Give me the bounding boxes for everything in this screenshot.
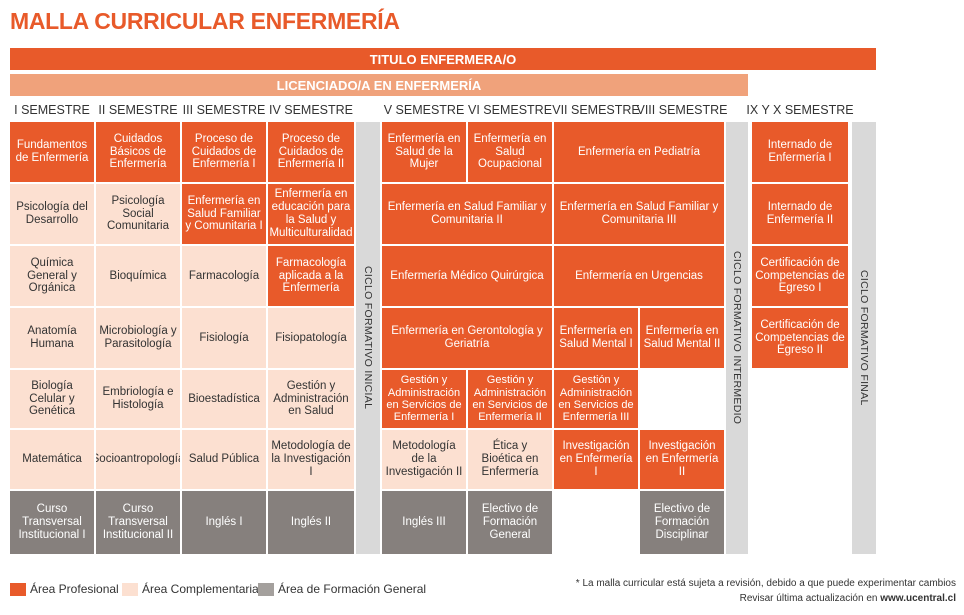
course-cell: Cuidados Básicos de Enfermería [96, 122, 180, 182]
course-cell: Internado de Enfermería II [752, 184, 848, 244]
course-cell: Gestión y Administración en Servicios de… [468, 370, 552, 428]
course-cell: Ética y Bioética en Enfermería [468, 430, 552, 489]
course-cell: Farmacología [182, 246, 266, 306]
cycle-bar-final: CICLO FORMATIVO FINAL [852, 122, 876, 554]
course-cell: Certificación de Competencias de Egreso … [752, 308, 848, 368]
course-cell: Biología Celular y Genética [10, 370, 94, 428]
course-cell: Química General y Orgánica [10, 246, 94, 306]
semester-header: V SEMESTRE [383, 103, 465, 117]
course-cell: Internado de Enfermería I [752, 122, 848, 182]
website-link[interactable]: www.ucentral.cl [880, 593, 956, 604]
semester-header: IX Y X SEMESTRE [746, 103, 854, 117]
semester-header: VII SEMESTRE [552, 103, 640, 117]
cycle-label: CICLO FORMATIVO FINAL [858, 270, 870, 406]
course-cell: Inglés II [268, 491, 354, 554]
page-title: MALLA CURRICULAR ENFERMERÍA [10, 8, 400, 34]
semester-header: IV SEMESTRE [268, 103, 354, 117]
semester-header: III SEMESTRE [182, 103, 266, 117]
update-note: Revisar última actualización en www.ucen… [740, 593, 956, 604]
legend-label: Área Profesional [30, 582, 119, 596]
legend-swatch-profesional [10, 583, 26, 596]
semester-header: VIII SEMESTRE [636, 103, 728, 117]
course-cell: Enfermería en Salud Familiar y Comunitar… [554, 184, 724, 244]
course-cell: Investigación en Enfermería II [640, 430, 724, 489]
course-cell: Enfermería en Salud Mental II [640, 308, 724, 368]
course-cell: Enfermería en Salud Familiar y Comunitar… [382, 184, 552, 244]
course-cell: Curso Transversal Institucional I [10, 491, 94, 554]
course-cell: Fundamentos de Enfermería [10, 122, 94, 182]
course-cell: Enfermería en Salud Familiar y Comunitar… [182, 184, 266, 244]
legend-label: Área de Formación General [278, 582, 427, 596]
course-cell: Matemática [10, 430, 94, 489]
course-cell: Enfermería en Pediatría [554, 122, 724, 182]
course-cell: Electivo de Formación Disciplinar [640, 491, 724, 554]
course-cell: Enfermería Médico Quirúrgica [382, 246, 552, 306]
revision-note: * La malla curricular está sujeta a revi… [575, 578, 956, 589]
course-cell: Enfermería en Gerontología y Geriatría [382, 308, 552, 368]
course-cell: Psicología del Desarrollo [10, 184, 94, 244]
course-cell: Enfermería en educación para la Salud y … [268, 184, 354, 244]
cycle-label: CICLO FORMATIVO INTERMEDIO [731, 251, 743, 425]
course-cell: Bioquímica [96, 246, 180, 306]
course-cell: Socioantropología [96, 430, 180, 489]
course-cell: Salud Pública [182, 430, 266, 489]
course-cell: Investigación en Enfermería I [554, 430, 638, 489]
course-cell: Metodología de la Investigación I [268, 430, 354, 489]
course-cell: Gestión y Administración en Servicios de… [554, 370, 638, 428]
course-cell: Bioestadística [182, 370, 266, 428]
course-cell: Enfermería en Salud Ocupacional [468, 122, 552, 182]
legend-label: Área Complementaria [142, 582, 259, 596]
course-cell: Proceso de Cuidados de Enfermería I [182, 122, 266, 182]
course-cell: Curso Transversal Institucional II [96, 491, 180, 554]
course-cell: Enfermería en Salud Mental I [554, 308, 638, 368]
update-note-prefix: Revisar última actualización en [739, 593, 881, 604]
course-cell: Embriología e Histología [96, 370, 180, 428]
course-cell: Enfermería en Salud de la Mujer [382, 122, 466, 182]
course-cell: Farmacología aplicada a la Enfermería [268, 246, 354, 306]
semester-header: VI SEMESTRE [467, 103, 553, 117]
cycle-bar-intermedio: CICLO FORMATIVO INTERMEDIO [726, 122, 748, 554]
licenciado-band: LICENCIADO/A EN ENFERMERÍA [10, 74, 748, 96]
legend-swatch-complementaria [122, 583, 138, 596]
course-cell: Gestión y Administración en Servicios de… [382, 370, 466, 428]
course-cell: Enfermería en Urgencias [554, 246, 724, 306]
course-cell: Gestión y Administración en Salud [268, 370, 354, 428]
course-cell: Anatomía Humana [10, 308, 94, 368]
course-cell: Metodología de la Investigación II [382, 430, 466, 489]
course-cell: Proceso de Cuidados de Enfermería II [268, 122, 354, 182]
course-cell: Inglés I [182, 491, 266, 554]
course-cell: Certificación de Competencias de Egreso … [752, 246, 848, 306]
course-cell: Psicología Social Comunitaria [96, 184, 180, 244]
course-cell: Microbiología y Parasitología [96, 308, 180, 368]
semester-header: II SEMESTRE [98, 103, 178, 117]
cycle-bar-inicial: CICLO FORMATIVO INICIAL [356, 122, 380, 554]
course-cell: Fisiología [182, 308, 266, 368]
semester-header: I SEMESTRE [14, 103, 90, 117]
course-cell: Electivo de Formación General [468, 491, 552, 554]
course-cell: Inglés III [382, 491, 466, 554]
title-band: TITULO ENFERMERA/O [10, 48, 876, 70]
course-cell: Fisiopatología [268, 308, 354, 368]
legend-swatch-general [258, 583, 274, 596]
cycle-label: CICLO FORMATIVO INICIAL [362, 266, 374, 410]
